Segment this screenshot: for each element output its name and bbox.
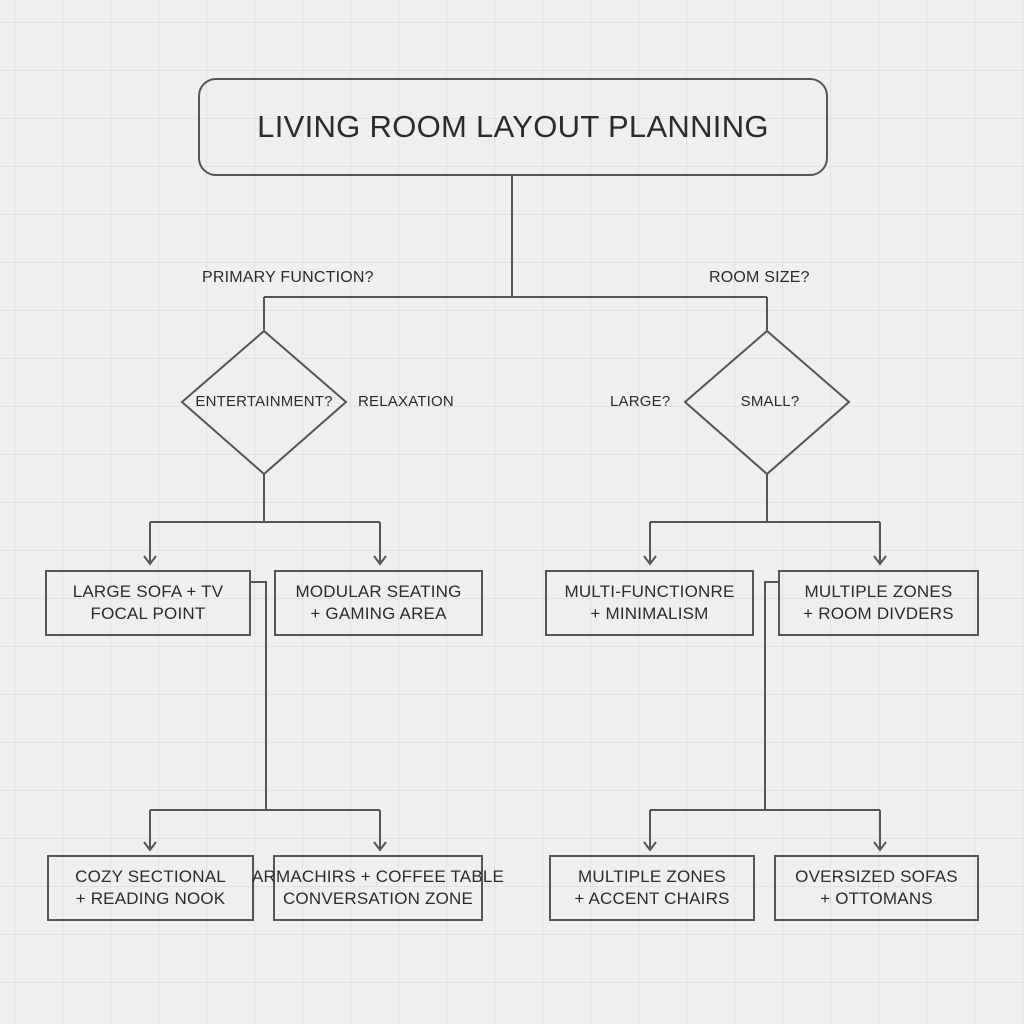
outcome-line: OVERSIZED SOFAS — [795, 867, 958, 886]
outcome-line: FOCAL POINT — [90, 604, 206, 623]
decision-label-relaxation: RELAXATION — [358, 393, 454, 410]
outcome-line: MULTIPLE ZONES — [578, 867, 726, 886]
outcome-line: LARGE SOFA + TV — [72, 582, 224, 601]
outcome-armchairs-coffee-table: ARMACHIRS + COFFEE TABLE CONVERSATION ZO… — [252, 855, 504, 921]
diagram-title: LIVING ROOM LAYOUT PLANNING — [257, 109, 769, 144]
arrowhead — [643, 555, 657, 566]
question-room-size: ROOM SIZE? — [709, 269, 810, 286]
decision-label-large: LARGE? — [610, 393, 671, 410]
outcome-modular-seating: MODULAR SEATING + GAMING AREA — [274, 570, 483, 636]
outcome-line: + GAMING AREA — [310, 604, 447, 623]
arrowhead — [873, 841, 887, 852]
connector-right-branch — [649, 474, 881, 562]
arrowhead — [143, 555, 157, 566]
outcome-line: CONVERSATION ZONE — [282, 889, 474, 908]
outcome-line: + OTTOMANS — [820, 889, 933, 908]
outcome-line: + ROOM DIVDERS — [803, 604, 954, 623]
outcome-line: COZY SECTIONAL — [75, 867, 226, 886]
outcome-line: MODULAR SEATING — [295, 582, 462, 601]
decision-label-small: SMALL? — [740, 393, 800, 410]
connector-left-branch — [149, 474, 381, 562]
arrowhead — [373, 555, 387, 566]
arrowhead — [373, 841, 387, 852]
outcome-line: MULTI-FUNCTIONRE — [564, 582, 735, 601]
outcome-line: + ACCENT CHAIRS — [574, 889, 730, 908]
outcome-cozy-sectional: COZY SECTIONAL + READING NOOK — [47, 855, 254, 921]
outcome-multiple-zones-accent: MULTIPLE ZONES + ACCENT CHAIRS — [549, 855, 755, 921]
outcome-multiple-zones-dividers: MULTIPLE ZONES + ROOM DIVDERS — [778, 570, 979, 636]
title-box: LIVING ROOM LAYOUT PLANNING — [198, 78, 828, 176]
arrowhead — [643, 841, 657, 852]
decision-label-entertainment: ENTERTAINMENT? — [195, 393, 333, 410]
outcome-line: MULTIPLE ZONES — [804, 582, 953, 601]
outcome-line: ARMACHIRS + COFFEE TABLE — [251, 867, 505, 886]
question-primary-function: PRIMARY FUNCTION? — [202, 269, 374, 286]
outcome-oversized-sofas: OVERSIZED SOFAS + OTTOMANS — [774, 855, 979, 921]
outcome-line: + MINIMALISM — [590, 604, 709, 623]
arrowhead — [873, 555, 887, 566]
outcome-multi-functional: MULTI-FUNCTIONRE + MINIMALISM — [545, 570, 754, 636]
outcome-large-sofa-tv: LARGE SOFA + TV FOCAL POINT — [45, 570, 251, 636]
arrowhead — [143, 841, 157, 852]
connector-right-lower — [649, 581, 881, 848]
outcome-line: + READING NOOK — [75, 889, 226, 908]
connector-left-lower — [149, 581, 381, 848]
